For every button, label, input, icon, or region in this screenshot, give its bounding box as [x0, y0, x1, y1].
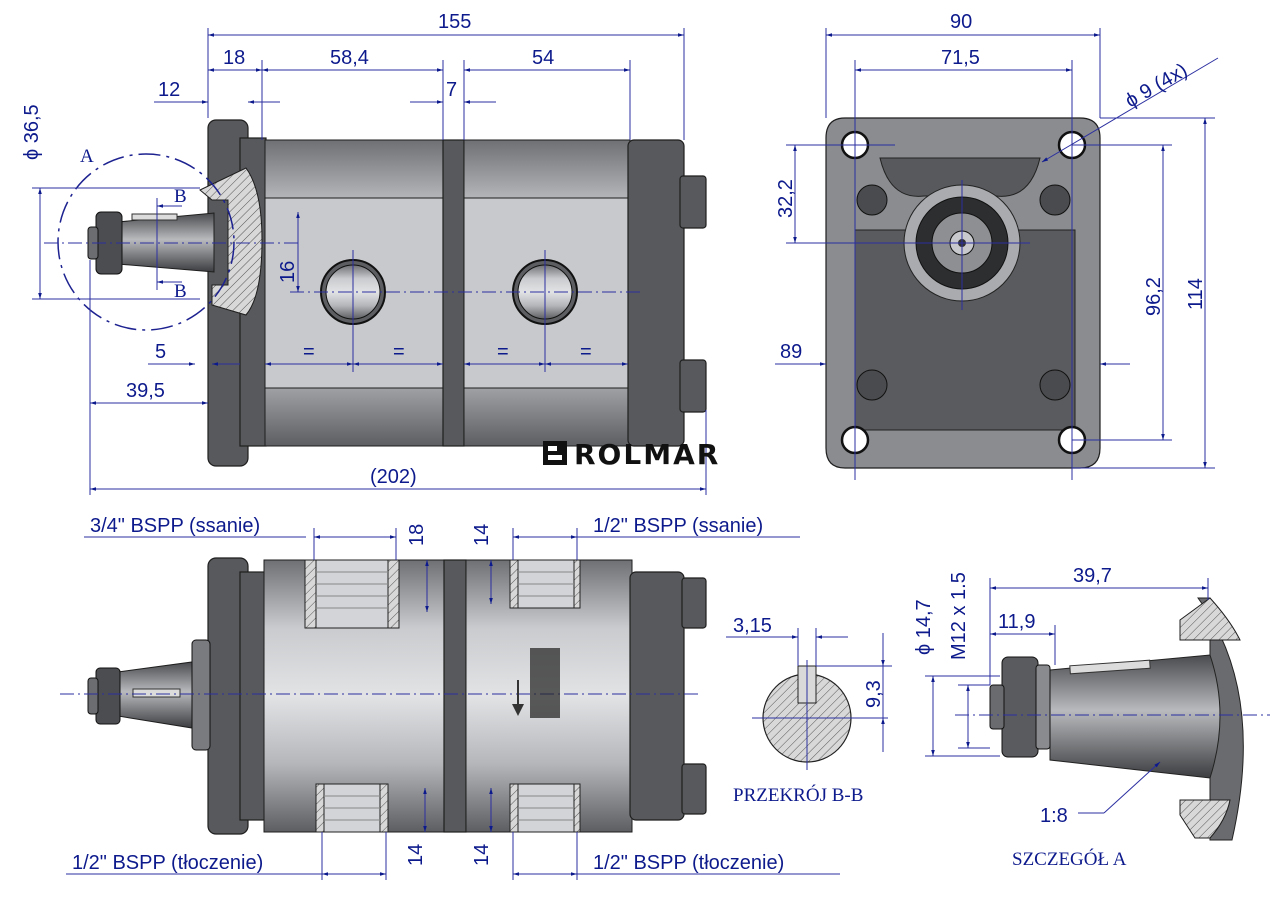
- port-dim-1: 18: [406, 524, 428, 546]
- port-pressure-1: [315, 783, 389, 833]
- port-label-3: 1/2" BSPP (tłoczenie): [72, 852, 263, 874]
- dim-hole-diameter: ϕ 9 (4x): [1122, 59, 1192, 112]
- detail-nut: [1001, 656, 1039, 758]
- dim-shaft-length: 39,5: [126, 380, 165, 402]
- bolt-br: [1039, 369, 1071, 401]
- dim-overall-body: 155: [438, 11, 471, 33]
- detail-a-circle: [57, 153, 235, 331]
- bolt-head-top: [679, 175, 707, 229]
- detail-a-marker: A: [80, 146, 94, 167]
- top-shaft-shoulder: [191, 639, 211, 751]
- detail-hatch-top: [1179, 597, 1241, 641]
- top-bolt-head-1: [681, 577, 707, 629]
- port-pressure-2: [509, 783, 581, 833]
- dim-body-width: 89: [780, 341, 802, 363]
- dim-pilot: 12: [158, 79, 180, 101]
- front-view: 90 71,5 ϕ 9 (4x) 32,2 89 96,2 114: [775, 11, 1219, 480]
- dim-flange: 18: [223, 47, 245, 69]
- dim-height: 114: [1185, 278, 1207, 310]
- dim-thread-length: 11,9: [998, 611, 1035, 633]
- detail-taper-shaft: [1049, 654, 1221, 779]
- side-view: A B B 155 18 58,4 54 7 12: [21, 11, 707, 495]
- top-view: 3/4" BSPP (ssanie) 18 1/2" BSPP (ssanie)…: [60, 515, 840, 880]
- dim-equal-4: =: [580, 341, 592, 363]
- port-dim-4: 14: [471, 844, 493, 866]
- port-suction-3-4: [304, 559, 400, 629]
- dim-overall-length: (202): [370, 466, 417, 488]
- top-end-cover: [629, 571, 685, 821]
- dim-separator: 7: [446, 79, 457, 101]
- section-bb-title: PRZEKRÓJ B-B: [733, 784, 863, 806]
- dim-key-width: 3,15: [733, 615, 772, 637]
- detail-thread-end: [989, 684, 1005, 730]
- dim-bolt-spacing: 71,5: [941, 47, 980, 69]
- dim-front-width: 90: [950, 11, 972, 33]
- section-cutaway: [199, 167, 263, 316]
- dim-taper-length: 39,7: [1073, 565, 1112, 587]
- top-flange-collar: [239, 571, 267, 821]
- rolmar-logo: ROLMAR: [543, 438, 720, 471]
- section-separator: [442, 139, 465, 447]
- end-cover: [627, 139, 685, 447]
- dim-equal-2: =: [393, 341, 405, 363]
- dim-pilot-diameter: ϕ 36,5: [21, 104, 43, 160]
- top-bolt-head-2: [681, 763, 707, 815]
- top-shaft-nut: [95, 667, 121, 725]
- top-shaft-end: [87, 677, 99, 715]
- port-suction-1-2: [509, 559, 581, 609]
- dim-shaft-diameter: ϕ 14,7: [913, 599, 935, 655]
- section-b-marker-bottom: B: [174, 281, 187, 302]
- detail-a: 39,7 11,9 ϕ 14,7 M12 x 1.5 1:8 SZCZEGÓŁ …: [913, 565, 1270, 870]
- bolt-bl: [856, 369, 888, 401]
- section-b-marker-top: B: [174, 186, 187, 207]
- detail-hatch-bottom: [1179, 799, 1231, 839]
- dim-key-height: 9,3: [863, 680, 885, 708]
- bolt-tr: [1039, 184, 1071, 216]
- bolt-tl: [856, 184, 888, 216]
- port-label-1: 3/4" BSPP (ssanie): [90, 515, 260, 537]
- dim-taper: 1:8: [1040, 805, 1068, 827]
- section-bb: 3,15 9,3 PRZEKRÓJ B-B: [726, 615, 892, 806]
- port-label-2: 1/2" BSPP (ssanie): [593, 515, 763, 537]
- dim-bolt-height: 96,2: [1143, 277, 1165, 316]
- dim-port-offset: 16: [277, 261, 299, 283]
- dim-front-section: 58,4: [330, 47, 369, 69]
- rolmar-logo-text: ROLMAR: [574, 438, 720, 471]
- bolt-head-bottom: [679, 359, 707, 413]
- detail-key: [1069, 659, 1151, 675]
- top-shaft-key: [132, 688, 181, 698]
- rolmar-logo-icon: [543, 441, 567, 465]
- dim-rear-section: 54: [532, 47, 554, 69]
- detail-washer: [1035, 664, 1051, 750]
- dim-thread: M12 x 1.5: [948, 572, 970, 660]
- top-separator: [443, 559, 467, 833]
- port-dim-2: 14: [471, 524, 493, 546]
- dim-equal-3: =: [497, 341, 509, 363]
- port-label-4: 1/2" BSPP (tłoczenie): [593, 852, 784, 874]
- rotation-arrow-icon: [512, 680, 524, 716]
- nameplate-marking: [530, 648, 560, 718]
- port-dim-3: 14: [405, 844, 427, 866]
- dim-shaft-step: 5: [155, 341, 166, 363]
- dim-equal-1: =: [303, 341, 315, 363]
- dim-shaft-offset: 32,2: [775, 179, 797, 218]
- detail-a-title: SZCZEGÓŁ A: [1012, 848, 1127, 870]
